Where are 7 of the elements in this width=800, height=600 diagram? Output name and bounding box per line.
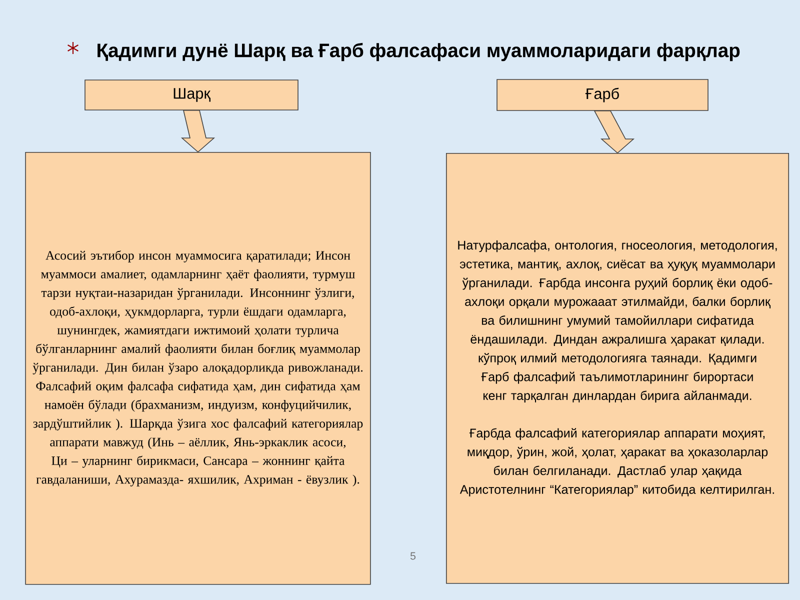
slide-title: Қадимги дунё Шарқ ва Ғарб фалсафаси муаммоларидаги фарқлар (98, 42, 740, 62)
header-box: Шарқ (84, 80, 298, 110)
page-number: 5 (410, 552, 416, 560)
block-arrow (180, 110, 216, 153)
text-box: Натурфалсафа, онтология, гносеология, методология, эстетика, мантиқ, ахлоқ, сиёсат ва ҳуқуқ муаммолари ўрганилади. Ғарбда инсонга руҳий борлиқ ёки одоб-ахлоқи орқали мурожааат этилмайди, балки борлиқ ва билишнинг умумий тамойиллари сифатида ёндашилади. Диндан ажралишга ҳаракат қилади. кўпроқ илмий методологияга таянади. Қадимги Ғарб фалсафий таълимотларининг бирортаси кенг тарқалган динлардан бирига айланмади. Ғарбда фалсафий категориялар аппарати моҳият, миқдор, ўрин, жой, ҳолат, ҳаракат ва ҳоказоларлар билан белгиланади. Дастлаб улар ҳақида Аристотелнинг “Категориялар” китобида келтирилган. (446, 153, 790, 584)
header-box: Ғарб (496, 79, 708, 111)
text-box: Асосий эътибор инсон муаммосига қаратилади; Инсон муаммоси амалиет, одамларнинг ҳаёт фаолияти, турмуш тарзи нуқтаи-назаридан ўрганилади. Инсоннинг ўзлиги, одоб-ахлоқи, ҳукмдорларга, турли ёшдаги одамларга, шунингдек, жамиятдаги ижтимоий ҳолати турлича бўлганларнинг амалий фаолияти билан боғлиқ муаммолар ўрганилади. Дин билан ўзаро алоқадорликда ривожланади. Фалсафий оқим фалсафа сифатида ҳам, дин сифатида ҳам намоён бўлади (брахманизм, индуизм, конфуцийчилик, зардўштийлик ). Шарқда ўзига хос фалсафий категориялар аппарати мавжуд (Инь – аёллик, Янь-эркаклик асоси, Ци – уларнинг бирикмаси, Сансара – жоннинг қайта гавдаланиши, Ахурамазда- яхшилик, Ахриман - ёвузлик ). (25, 152, 371, 585)
